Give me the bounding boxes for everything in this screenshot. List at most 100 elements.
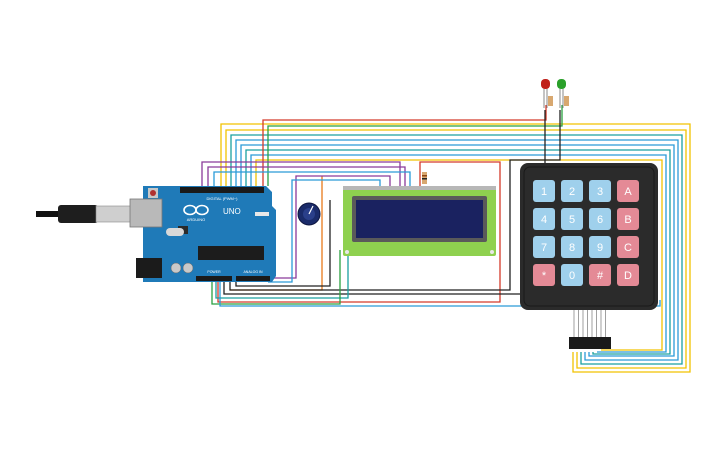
capacitor xyxy=(182,262,194,274)
digital-header xyxy=(180,187,264,193)
power-jack xyxy=(136,258,162,278)
keypad-key-label: 3 xyxy=(597,186,603,198)
keypad-key-face xyxy=(589,236,611,258)
capacitor xyxy=(170,262,182,274)
keypad-key-8[interactable]: 8 xyxy=(561,236,583,258)
keypad-key-label: 0 xyxy=(569,270,575,282)
keypad-key-label: 9 xyxy=(597,242,603,254)
keypad-key-label: 2 xyxy=(569,186,575,198)
keypad-key-label: B xyxy=(624,214,631,226)
resistor-icon xyxy=(548,96,553,106)
lcd-display[interactable] xyxy=(343,186,496,256)
arduino-logo xyxy=(183,204,209,216)
wire-blue[interactable] xyxy=(240,144,675,357)
wire-blue[interactable] xyxy=(219,282,661,307)
keypad-key-6[interactable]: 6 xyxy=(589,208,611,230)
usb-jack xyxy=(129,198,163,228)
wire-black[interactable] xyxy=(229,110,561,291)
digital-header-label: DIGITAL (PWM~) xyxy=(207,196,239,201)
keypad-key-label: D xyxy=(624,270,632,282)
keypad-key-b[interactable]: B xyxy=(617,208,639,230)
keypad-key-face xyxy=(561,208,583,230)
keypad-key-face xyxy=(589,208,611,230)
keypad-key-label: C xyxy=(624,242,632,254)
reset-button-cap xyxy=(150,190,156,196)
keypad-key-label: 6 xyxy=(597,214,603,226)
wire-red[interactable] xyxy=(262,105,547,186)
keypad-key-label: * xyxy=(542,270,547,282)
keypad-key-face xyxy=(617,236,639,258)
wire-teal[interactable] xyxy=(230,134,683,365)
keypad-key-3[interactable]: 3 xyxy=(589,180,611,202)
model-label: UNO xyxy=(223,207,241,216)
keypad-key-star[interactable]: * xyxy=(533,264,555,286)
analog-header xyxy=(236,276,270,281)
resistor-icon[interactable] xyxy=(422,172,427,184)
crystal xyxy=(166,228,184,236)
keypad-key-face xyxy=(589,180,611,202)
keypad-key-4[interactable]: 4 xyxy=(533,208,555,230)
wire-blue[interactable] xyxy=(235,139,679,361)
keypad-key-label: 5 xyxy=(569,214,575,226)
keypad-key-face xyxy=(533,208,555,230)
keypad-key-1[interactable]: 1 xyxy=(533,180,555,202)
keypad-key-face xyxy=(533,236,555,258)
mount-hole xyxy=(490,250,494,254)
keypad-key-5[interactable]: 5 xyxy=(561,208,583,230)
potentiometer-icon[interactable] xyxy=(297,202,321,226)
keypad-key-label: 1 xyxy=(541,186,547,198)
wire-purple[interactable] xyxy=(201,161,401,186)
wire-blue[interactable] xyxy=(213,171,411,186)
wire-red[interactable] xyxy=(217,161,501,303)
keypad-key-c[interactable]: C xyxy=(617,236,639,258)
keypad-key-face xyxy=(617,180,639,202)
keypad-key-0[interactable]: 0 xyxy=(561,264,583,286)
wire-blue[interactable] xyxy=(268,179,381,283)
wire-teal[interactable] xyxy=(245,149,671,355)
keypad-key-9[interactable]: 9 xyxy=(589,236,611,258)
wire-teal[interactable] xyxy=(215,250,349,299)
logo-text: ARDUINO xyxy=(187,217,205,222)
keypad-key-a[interactable]: A xyxy=(617,180,639,202)
keypad-key-face xyxy=(617,264,639,286)
keypad-key-face xyxy=(561,264,583,286)
power-label: POWER xyxy=(207,270,221,274)
keypad-key-d[interactable]: D xyxy=(617,264,639,286)
wire-yellow[interactable] xyxy=(225,129,687,369)
keypad-key-label: A xyxy=(624,186,632,198)
keypad-key-label: 7 xyxy=(541,242,547,254)
keypad-key-label: 8 xyxy=(569,242,575,254)
wire-blue[interactable] xyxy=(250,154,667,353)
resistor-icon xyxy=(564,96,569,106)
keypad-key-face xyxy=(589,264,611,286)
usb-cable-icon[interactable] xyxy=(36,205,133,223)
wire-purple[interactable] xyxy=(272,175,391,279)
keypad-key-7[interactable]: 7 xyxy=(533,236,555,258)
keypad-keys: 1 2 3 A 4 5 6 B 7 8 9 C * 0 # D xyxy=(533,180,639,286)
wire-black[interactable] xyxy=(235,200,331,287)
keypad-key-face xyxy=(533,264,555,286)
wire-yellow[interactable] xyxy=(255,159,663,351)
led-strip xyxy=(255,212,269,216)
mount-hole xyxy=(345,250,349,254)
keypad-key-face xyxy=(561,236,583,258)
atmega-chip xyxy=(198,246,264,260)
keypad-key-2[interactable]: 2 xyxy=(561,180,583,202)
keypad-key-hash[interactable]: # xyxy=(589,264,611,286)
analog-label: ANALOG IN xyxy=(243,270,263,274)
arduino-board[interactable]: DIGITAL (PWM~) ARDUINO UNO POWER ANALOG … xyxy=(129,186,276,282)
keypad[interactable]: 1 2 3 A 4 5 6 B 7 8 9 C * 0 # D xyxy=(520,163,658,310)
wire-yellow[interactable] xyxy=(220,123,691,373)
keypad-key-label: # xyxy=(597,270,604,282)
lcd-screen xyxy=(356,200,483,238)
keypad-key-label: 4 xyxy=(541,214,547,226)
keypad-key-face xyxy=(561,180,583,202)
wire-green[interactable] xyxy=(211,250,341,305)
led-green[interactable] xyxy=(557,79,569,108)
wire-purple[interactable] xyxy=(207,166,406,186)
keypad-key-face xyxy=(533,180,555,202)
wire-green[interactable] xyxy=(267,105,563,186)
keypad-key-face xyxy=(617,208,639,230)
led-red[interactable] xyxy=(541,79,553,108)
